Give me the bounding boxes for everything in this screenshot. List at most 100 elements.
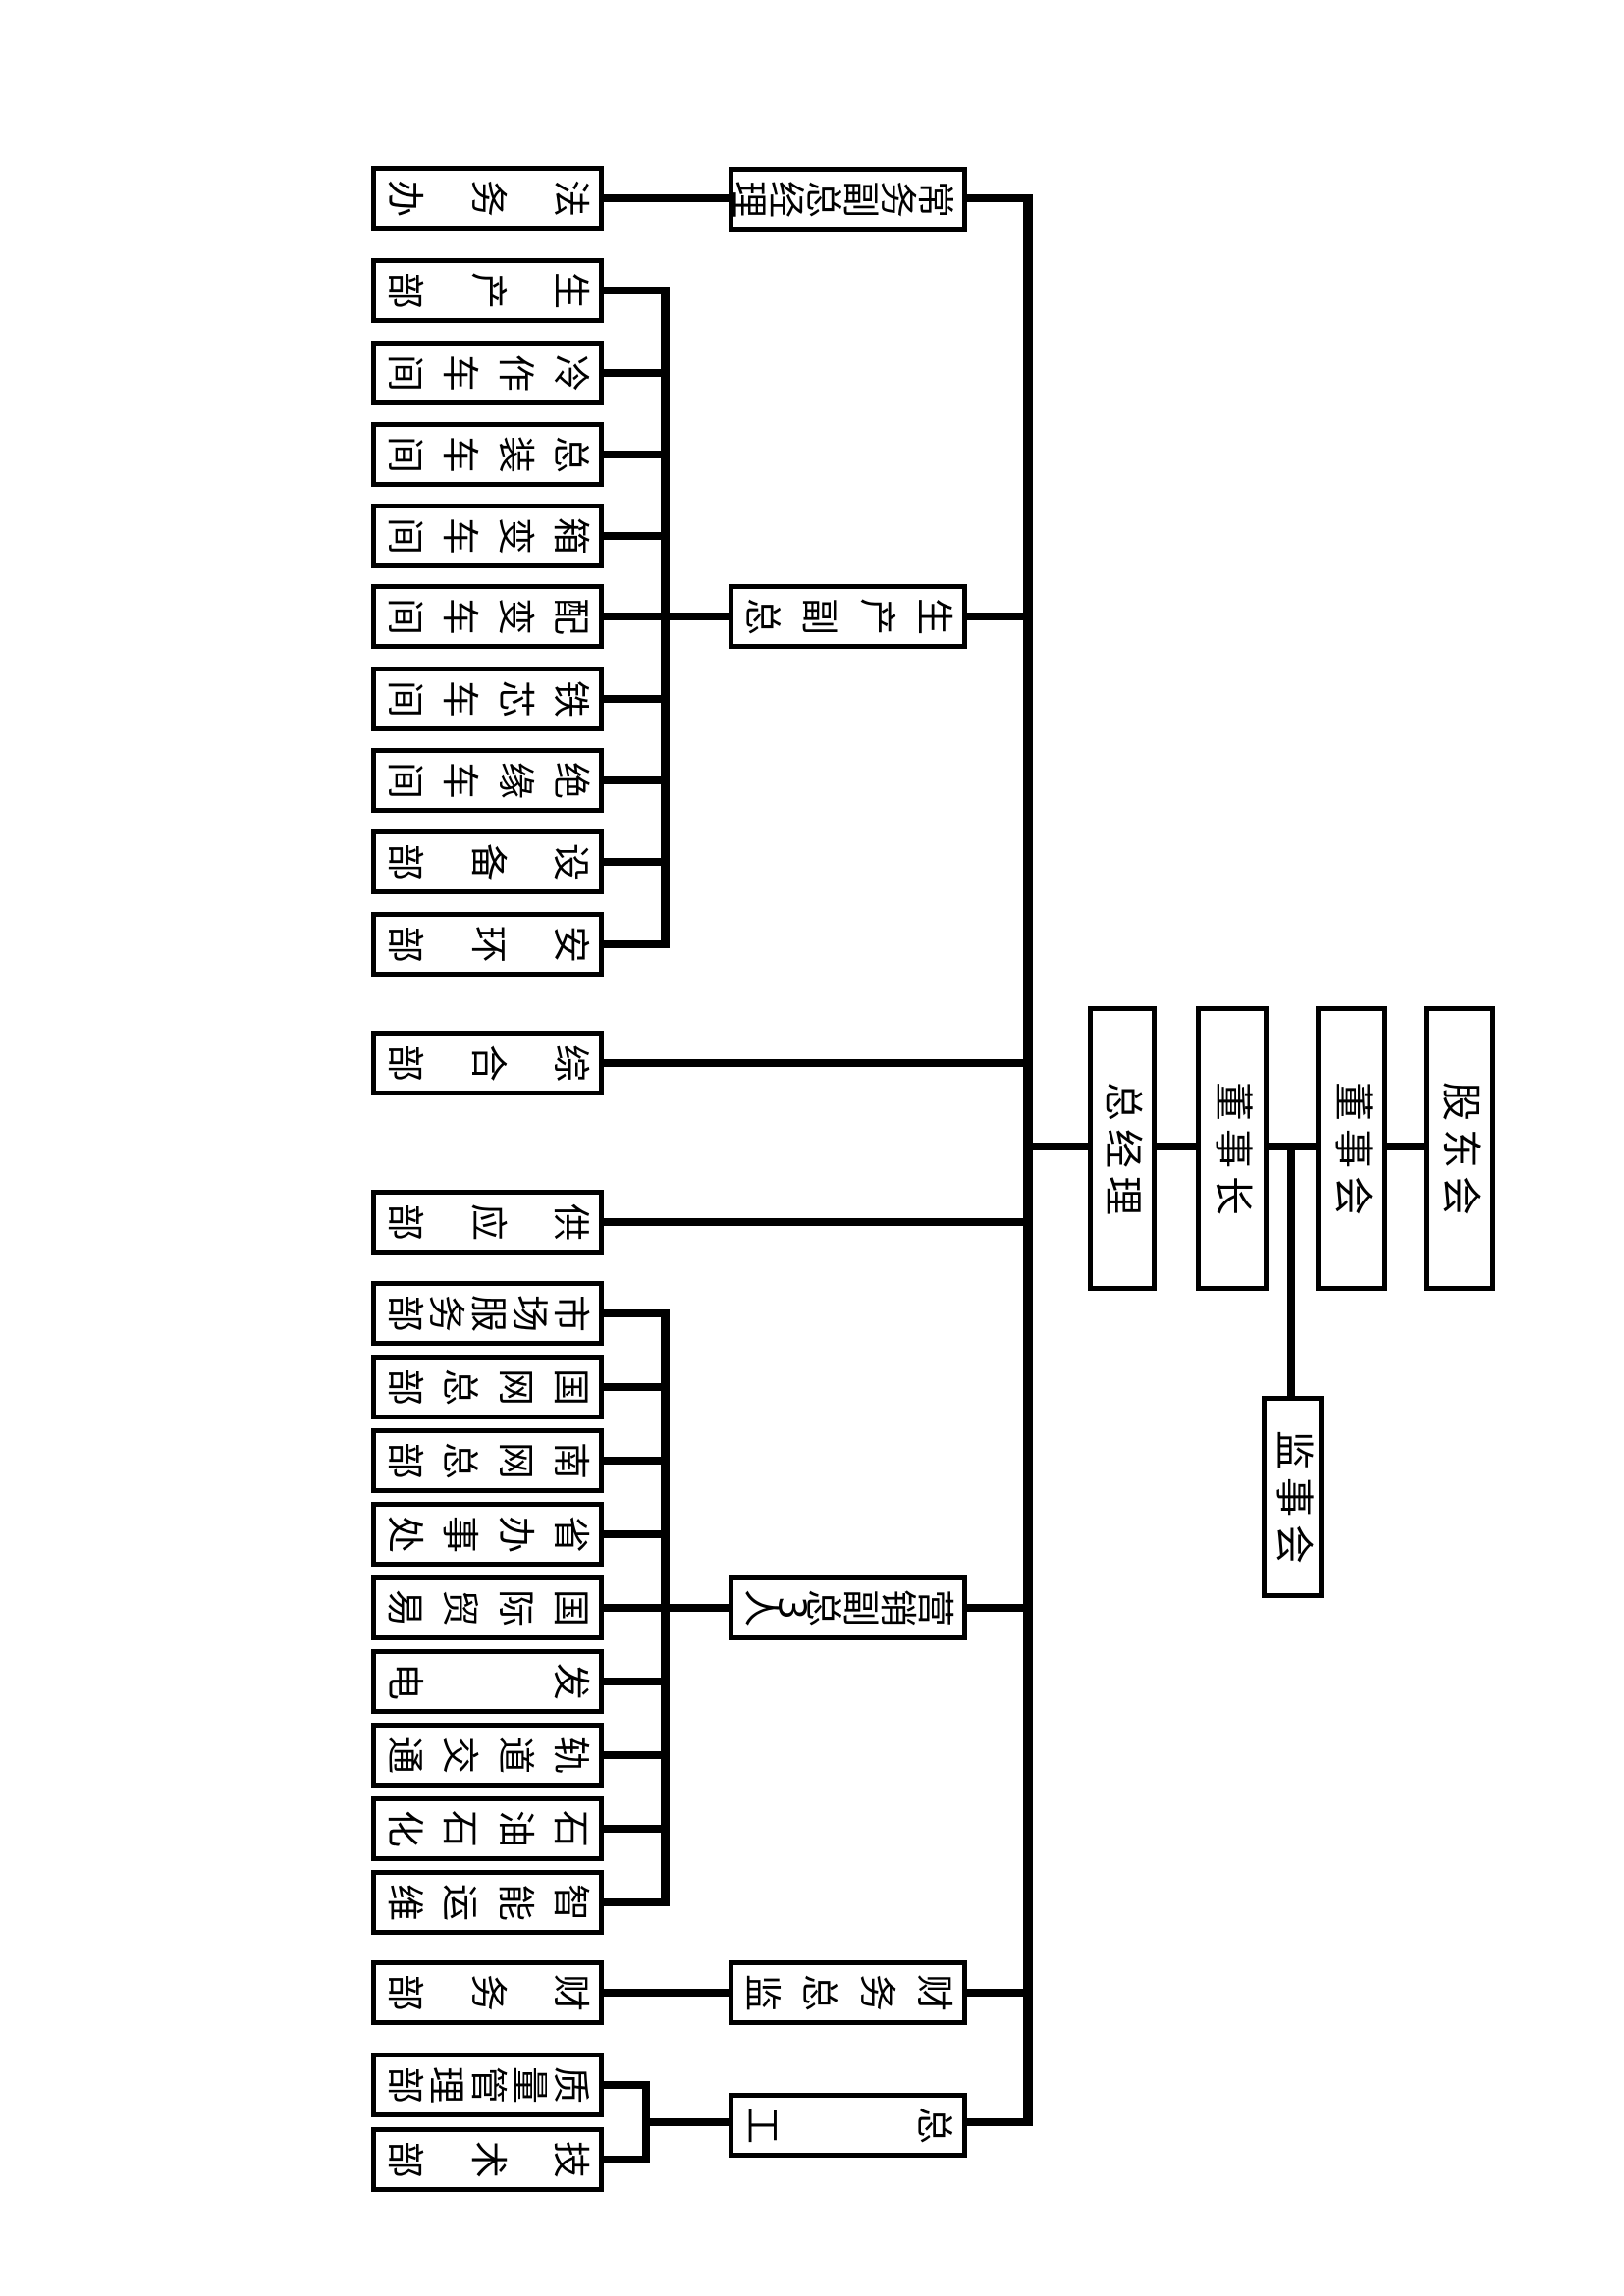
box-label: 质量管理部	[383, 2057, 592, 2112]
rotated-character: 易	[383, 1588, 426, 1627]
box-label: 市场服务部	[383, 1286, 592, 1341]
box-label: 冷作车间	[383, 346, 592, 400]
connector-line	[661, 1309, 670, 1906]
connector-line	[604, 2156, 650, 2163]
rotated-character: 事	[438, 1515, 482, 1553]
box-state-grid-dept: 国网总部	[371, 1355, 604, 1419]
rotated-character: 通	[383, 1735, 426, 1774]
box-production-deputy-gm: 生产副总	[729, 584, 967, 649]
rotated-character: 部	[383, 2065, 426, 2104]
rotated-character: 间	[383, 597, 426, 635]
box-label: 总经理	[1093, 1011, 1152, 1286]
rotated-character: 部	[383, 1973, 426, 2011]
rotated-character: 设	[549, 842, 592, 881]
rotated-character: 工	[740, 2106, 784, 2144]
rotated-character: 间	[383, 761, 426, 799]
box-provincial-offices: 省办事处	[371, 1502, 604, 1567]
rotated-character: 监	[1270, 1430, 1316, 1469]
rotated-character: 财	[549, 1973, 592, 2011]
rotated-character: 部	[383, 271, 426, 309]
box-label: 财务部	[383, 1965, 592, 2020]
rotated-character: 备	[465, 842, 510, 881]
box-label: 智能运维	[383, 1875, 592, 1930]
rotated-character: 生	[911, 597, 955, 635]
box-label: 配变车间	[383, 589, 592, 644]
rotated-character: 综	[549, 1043, 592, 1082]
rotated-character: 化	[383, 1809, 426, 1847]
rotated-character: 际	[493, 1588, 537, 1627]
rotated-character: 事	[1270, 1477, 1316, 1517]
rotated-character: 车	[438, 435, 482, 473]
rotated-character: 车	[438, 679, 482, 718]
connector-line	[604, 194, 729, 202]
rotated-character: 董	[1328, 1082, 1375, 1121]
box-chairman: 董事长	[1196, 1006, 1269, 1291]
rotated-character: 合	[465, 1043, 510, 1082]
box-supply-dept: 供应部	[371, 1190, 604, 1255]
box-label: 法务办	[383, 171, 592, 226]
rotated-character: 会	[1436, 1176, 1483, 1215]
connector-line	[604, 1989, 731, 1997]
rotated-character: 财	[911, 1973, 955, 2011]
connector-line	[1287, 1147, 1295, 1396]
connector-line	[1028, 1143, 1088, 1150]
box-executive-deputy-gm: 常务副总经理	[727, 167, 967, 232]
box-label: 铁芯车间	[383, 671, 592, 726]
box-production-dept: 生产部	[371, 258, 604, 323]
box-label: 技术部	[383, 2132, 592, 2187]
rotated-character: 产	[465, 271, 510, 309]
connector-line	[604, 1825, 670, 1833]
rotated-character: 国	[548, 1588, 592, 1627]
box-label: 综合部	[383, 1036, 592, 1091]
box-general-manager: 总经理	[1088, 1006, 1157, 1291]
rotated-character: 维	[383, 1883, 426, 1921]
rotated-character: 管	[465, 2065, 510, 2104]
connector-line	[604, 1218, 1028, 1226]
rotated-character: 总	[438, 1441, 482, 1479]
box-label: 监事会	[1267, 1401, 1319, 1593]
rotated-character: 冷	[548, 353, 592, 392]
box-supervisory-board: 监事会	[1262, 1396, 1324, 1598]
connector-line	[604, 940, 665, 948]
rotated-character: 作	[493, 353, 537, 392]
rotated-character: 交	[438, 1735, 482, 1774]
rotated-character: 办	[493, 1515, 537, 1553]
connector-line	[604, 1383, 670, 1391]
box-label: 轨道交通	[383, 1728, 592, 1783]
rotated-character: 道	[493, 1735, 537, 1774]
connector-line	[604, 1898, 670, 1906]
rotated-character: 术	[465, 2140, 510, 2178]
rotated-character: 部	[383, 925, 426, 963]
rotated-character: 安	[549, 925, 592, 963]
rotated-character: 办	[383, 179, 426, 217]
rotated-character: 部	[383, 2140, 426, 2178]
rotated-character: 贸	[438, 1588, 482, 1627]
box-label: 财务总监	[740, 1965, 955, 2020]
rotated-character: 间	[383, 679, 426, 718]
rotated-character: 间	[383, 353, 426, 392]
box-box-transformer-workshop: 箱变车间	[371, 504, 604, 568]
rotated-character: 部	[383, 842, 426, 881]
box-final-assembly-workshop: 总装车间	[371, 422, 604, 487]
connector-line	[604, 1530, 670, 1538]
connector-line	[967, 1989, 1028, 1997]
rotated-character: 务	[875, 180, 919, 219]
connector-line	[604, 532, 665, 540]
connector-line	[1023, 194, 1033, 2126]
rotated-character: 间	[383, 516, 426, 555]
box-label: 设备部	[383, 834, 592, 889]
rotated-character: 处	[383, 1515, 426, 1553]
rotated-character: 总	[438, 1367, 482, 1406]
box-label: 董事长	[1201, 1011, 1264, 1286]
box-chief-engineer: 总工	[729, 2093, 967, 2158]
rotated-character: 监	[740, 1973, 784, 2011]
connector-line	[604, 1059, 1028, 1067]
box-board-of-directors: 董事会	[1316, 1006, 1387, 1291]
rotated-character: 轨	[548, 1735, 592, 1774]
rotated-character: 芯	[493, 679, 537, 718]
box-label: 箱变车间	[383, 508, 592, 563]
connector-line	[967, 613, 1028, 620]
box-distribution-transformer-workshop: 配变车间	[371, 584, 604, 649]
